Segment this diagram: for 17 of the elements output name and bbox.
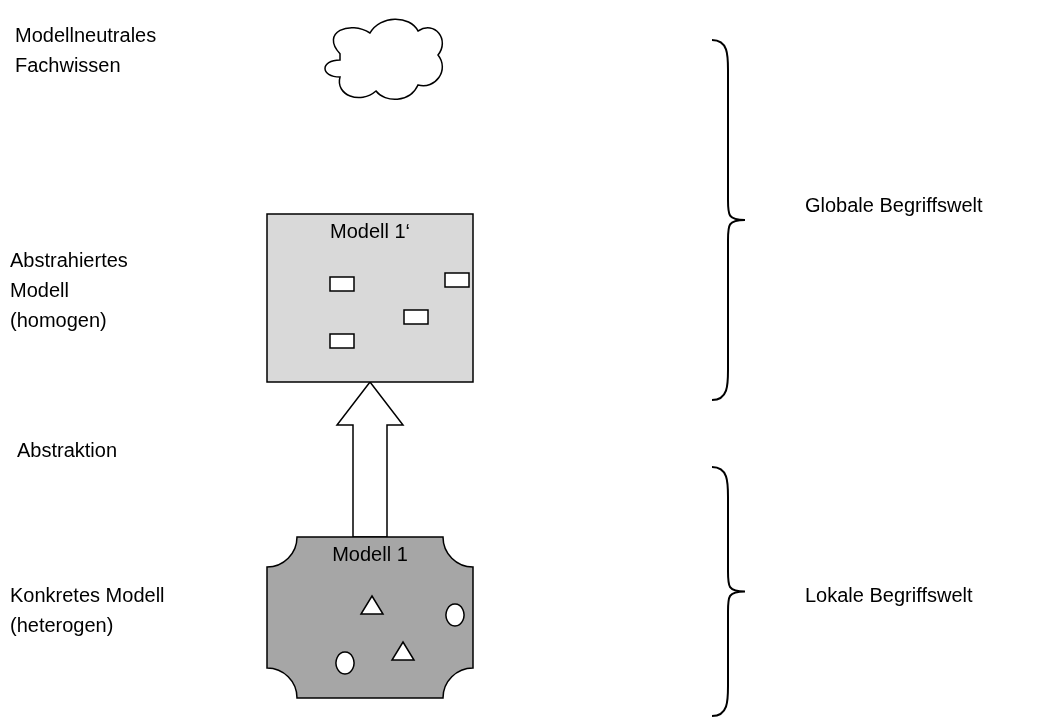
- side-label: Abstraktion: [17, 438, 119, 463]
- small-rectangle: [445, 273, 469, 287]
- model-title: Modell 1‘: [328, 220, 411, 243]
- side-label: Lokale Begriffswelt: [805, 583, 974, 608]
- side-label: Konkretes Modell (heterogen): [10, 583, 166, 638]
- model-title: Modell 1: [331, 543, 409, 566]
- small-rectangle: [404, 310, 428, 324]
- triangle-shape: [360, 595, 384, 615]
- block-arrow: [335, 380, 405, 538]
- side-label: Modellneutrales Fachwissen: [15, 23, 158, 78]
- small-rectangle: [330, 277, 354, 291]
- oval-shape: [445, 603, 465, 627]
- small-rectangle: [330, 334, 354, 348]
- side-label: Abstrahiertes Modell (homogen): [10, 248, 129, 333]
- oval-shape: [335, 651, 355, 675]
- side-label: Globale Begriffswelt: [805, 193, 984, 218]
- triangle-shape: [391, 641, 415, 661]
